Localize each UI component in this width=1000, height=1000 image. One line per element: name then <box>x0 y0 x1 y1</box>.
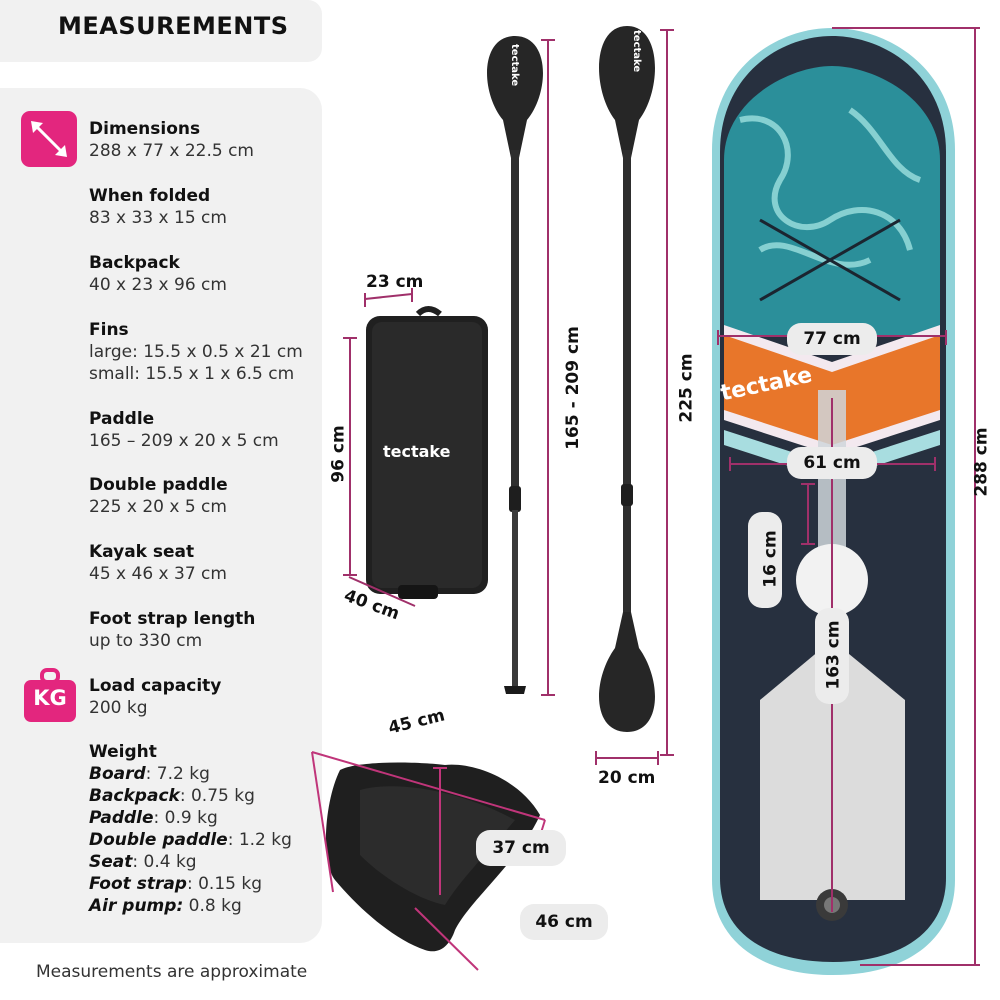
board-pad-width-label: 61 cm <box>787 447 877 479</box>
weight-item: Backpack: 0.75 kg <box>89 785 292 807</box>
page-title: MEASUREMENTS <box>58 12 289 40</box>
weight-item-value: 0.8 kg <box>183 896 242 916</box>
spec-kayak-seat-label: Kayak seat <box>89 542 195 562</box>
board-pad-length-bg <box>815 608 849 704</box>
weight-item: Seat: 0.4 kg <box>89 851 292 873</box>
spec-backpack-value: 40 x 23 x 96 cm <box>89 275 227 295</box>
dimensions-icon <box>21 111 77 167</box>
weight-item: Air pump: 0.8 kg <box>89 895 292 917</box>
weight-item-name: Air pump: <box>89 896 184 916</box>
board-length-label: 288 cm <box>971 427 992 497</box>
weight-item-value: : 0.75 kg <box>179 786 255 806</box>
spec-folded: When folded 83 x 33 x 15 cm <box>89 185 227 229</box>
double-paddle-dimension-lines <box>595 29 674 765</box>
seat-height-label: 37 cm <box>476 830 566 866</box>
kayak-seat-image <box>325 762 540 952</box>
weight-item: Double paddle: 1.2 kg <box>89 829 292 851</box>
spec-load: Load capacity 200 kg <box>89 675 221 719</box>
weight-item: Foot strap: 0.15 kg <box>89 873 292 895</box>
paddle-brand-logo: tectake <box>600 609 611 652</box>
seat-depth-label: 46 cm <box>520 904 608 940</box>
weight-item-name: Double paddle <box>89 830 228 850</box>
spec-weight-label: Weight <box>89 742 157 762</box>
spec-fins-label: Fins <box>89 320 129 340</box>
weight-item-value: : 0.4 kg <box>132 852 197 872</box>
spec-folded-label: When folded <box>89 186 211 206</box>
spec-fins: Fins large: 15.5 x 0.5 x 21 cm small: 15… <box>89 319 303 385</box>
backpack-image <box>366 306 488 599</box>
spec-weight: Weight Board: 7.2 kg Backpack: 0.75 kg P… <box>89 741 292 917</box>
fin-box-label-bg <box>748 512 782 608</box>
weight-kg-icon: KG <box>22 668 78 724</box>
paddle-image <box>487 36 543 694</box>
title-box <box>0 0 322 62</box>
backpack-brand-logo: tectake <box>383 442 451 461</box>
spec-fins-large: large: 15.5 x 0.5 x 21 cm <box>89 342 303 362</box>
spec-load-value: 200 kg <box>89 698 148 718</box>
double-paddle-image <box>599 26 655 732</box>
spec-paddle-value: 165 – 209 x 20 x 5 cm <box>89 431 279 451</box>
weight-item: Board: 7.2 kg <box>89 763 292 785</box>
paddle-length-label: 165 - 209 cm <box>562 326 583 450</box>
weight-item-name: Foot strap <box>89 874 187 894</box>
spec-dimensions-value: 288 x 77 x 22.5 cm <box>89 141 254 161</box>
kg-icon-text: KG <box>33 686 67 710</box>
kayak-seat-dimension-lines <box>311 751 546 971</box>
spec-paddle-label: Paddle <box>89 409 155 429</box>
spec-kayak-seat: Kayak seat 45 x 46 x 37 cm <box>89 541 227 585</box>
footnote: Measurements are approximate <box>36 962 308 982</box>
backpack-width-label: 23 cm <box>366 272 424 292</box>
spec-folded-value: 83 x 33 x 15 cm <box>89 208 227 228</box>
sup-board-image <box>712 28 955 975</box>
board-width-label: 77 cm <box>787 323 877 355</box>
weight-item-value: : 0.9 kg <box>153 808 218 828</box>
specs-panel <box>0 88 322 943</box>
spec-double-paddle-label: Double paddle <box>89 475 228 495</box>
spec-dimensions-label: Dimensions <box>89 119 201 139</box>
paddle-top-brand-logo: tectake <box>509 44 520 87</box>
spec-backpack-label: Backpack <box>89 253 180 273</box>
weight-item-name: Seat <box>89 852 133 872</box>
spec-load-label: Load capacity <box>89 676 222 696</box>
weight-item-value: : 1.2 kg <box>227 830 292 850</box>
weight-item: Paddle: 0.9 kg <box>89 807 292 829</box>
double-paddle-length-label: 225 cm <box>676 353 697 423</box>
weight-item-name: Paddle <box>89 808 154 828</box>
spec-dimensions: Dimensions 288 x 77 x 22.5 cm <box>89 118 254 162</box>
weight-item-name: Board <box>89 764 146 784</box>
weight-item-name: Backpack <box>89 786 180 806</box>
double-paddle-brand-logo: tectake <box>631 30 642 73</box>
backpack-height-label: 96 cm <box>328 425 349 483</box>
spec-double-paddle-value: 225 x 20 x 5 cm <box>89 497 227 517</box>
weight-item-value: : 7.2 kg <box>145 764 210 784</box>
spec-double-paddle: Double paddle 225 x 20 x 5 cm <box>89 474 228 518</box>
blade-width-label: 20 cm <box>598 768 656 788</box>
spec-fins-small: small: 15.5 x 1 x 6.5 cm <box>89 364 295 384</box>
paddle-dimension-line <box>541 39 555 696</box>
board-pad-length-label: 163 cm <box>823 620 844 690</box>
weight-item-value: : 0.15 kg <box>186 874 262 894</box>
spec-foot-strap: Foot strap length up to 330 cm <box>89 608 255 652</box>
backpack-dimension-lines <box>343 288 416 607</box>
spec-foot-strap-value: up to 330 cm <box>89 631 203 651</box>
spec-foot-strap-label: Foot strap length <box>89 609 256 629</box>
fin-box-label: 16 cm <box>760 530 781 588</box>
spec-backpack: Backpack 40 x 23 x 96 cm <box>89 252 227 296</box>
spec-paddle: Paddle 165 – 209 x 20 x 5 cm <box>89 408 279 452</box>
spec-kayak-seat-value: 45 x 46 x 37 cm <box>89 564 227 584</box>
